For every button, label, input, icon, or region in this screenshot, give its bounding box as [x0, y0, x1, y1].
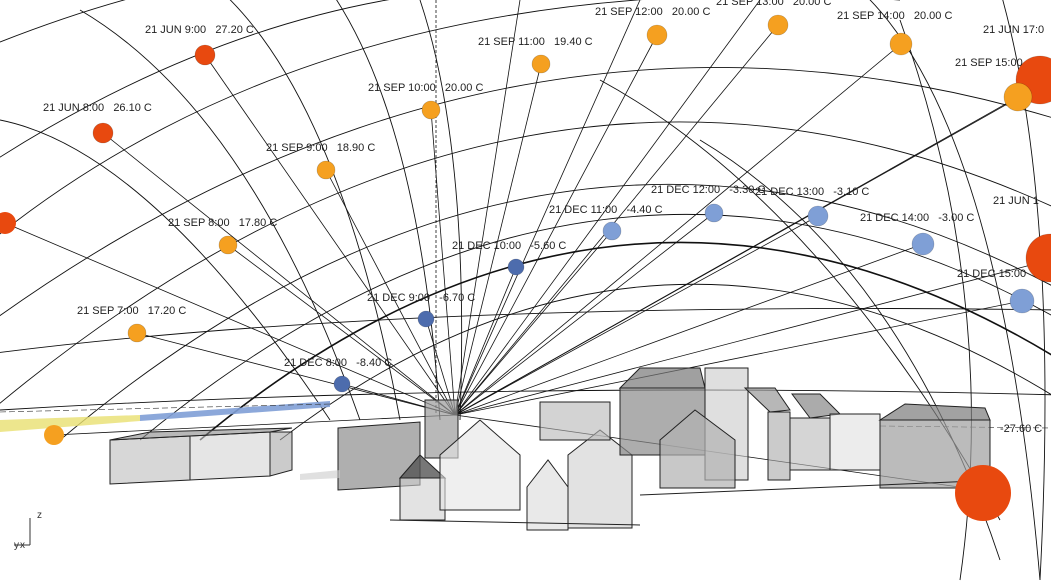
axis-label-x: x — [20, 540, 25, 551]
sun-position-label: 21 SEP 9:00 18.90 C — [266, 142, 375, 154]
axis-label-z: z — [37, 510, 42, 521]
sun-position-marker — [44, 425, 64, 445]
sun-position-marker — [1009, 288, 1035, 314]
sun-position-marker — [531, 54, 551, 74]
sun-position-marker — [807, 205, 829, 227]
axis-gizmo: z y x — [14, 510, 42, 551]
sun-position-marker — [194, 44, 216, 66]
sun-position-marker — [704, 203, 724, 223]
sun-position-marker — [417, 310, 435, 328]
sun-position-marker — [127, 323, 147, 343]
sun-position-marker — [1025, 233, 1051, 283]
sun-position-label: 21 DEC 12:00 -3.30 C — [651, 184, 765, 196]
sun-position-marker — [218, 235, 238, 255]
sun-position-marker — [316, 160, 336, 180]
sun-position-label: 21 DEC 9:00 -6.70 C — [367, 292, 475, 304]
sun-position-label: 21 JUN 17:0 — [983, 24, 1044, 36]
sun-position-marker — [0, 212, 16, 234]
axis-label-y: y — [14, 540, 19, 551]
sun-position-label: 21 SEP 10:00 20.00 C — [368, 82, 483, 94]
sun-position-marker — [767, 14, 789, 36]
sun-position-label: 21 DEC 11:00 -4.40 C — [549, 204, 663, 216]
sun-position-marker — [889, 32, 913, 56]
sun-position-label: 21 DEC 13:00 -3.10 C — [755, 186, 869, 198]
sun-position-label: 21 JUN 1 — [993, 195, 1039, 207]
sun-position-label: 21 DEC 8:00 -8.40 C — [284, 357, 392, 369]
sun-position-marker — [602, 221, 622, 241]
sun-position-label: 21 DEC 15:00 — [957, 268, 1026, 280]
sun-position-marker — [1003, 82, 1033, 112]
sun-position-marker — [646, 24, 668, 46]
sun-position-label: 21 SEP 11:00 19.40 C — [478, 36, 593, 48]
edge-temperature-readout: -27.60 C — [1000, 423, 1042, 435]
sun-labels: 21 JUN 8:00 26.10 C 21 JUN 9:00 27.20 C 21… — [43, 0, 1044, 369]
sun-position-label: 21 SEP 12:00 20.00 C — [595, 6, 710, 18]
sun-position-label: 21 DEC 10:00 -5.60 C — [452, 240, 566, 252]
sun-position-label: 21 SEP 14:00 20.00 C — [837, 10, 952, 22]
sun-position-label: 21 JUN 9:00 27.20 C — [145, 24, 254, 36]
building-massing — [109, 367, 1001, 531]
sun-position-marker — [955, 465, 1011, 521]
sun-position-label: 21 JUN 8:00 26.10 C — [43, 102, 152, 114]
sun-markers — [0, 14, 1051, 521]
sun-position-label: 21 SEP 8:00 17.80 C — [168, 217, 277, 229]
sun-position-label: 21 DEC 14:00 -3.00 C — [860, 212, 974, 224]
sun-position-label: 21 SEP 15:00 — [955, 57, 1023, 69]
sun-position-marker — [92, 122, 114, 144]
sun-position-label: 21 SEP 7:00 17.20 C — [77, 305, 186, 317]
sun-position-marker — [421, 100, 441, 120]
sun-position-label: 21 SEP 13:00 20.00 C — [716, 0, 831, 8]
horizon-streaks — [0, 401, 1051, 432]
sun-position-marker — [507, 258, 525, 276]
sun-position-marker — [911, 232, 935, 256]
sun-position-marker — [333, 375, 351, 393]
